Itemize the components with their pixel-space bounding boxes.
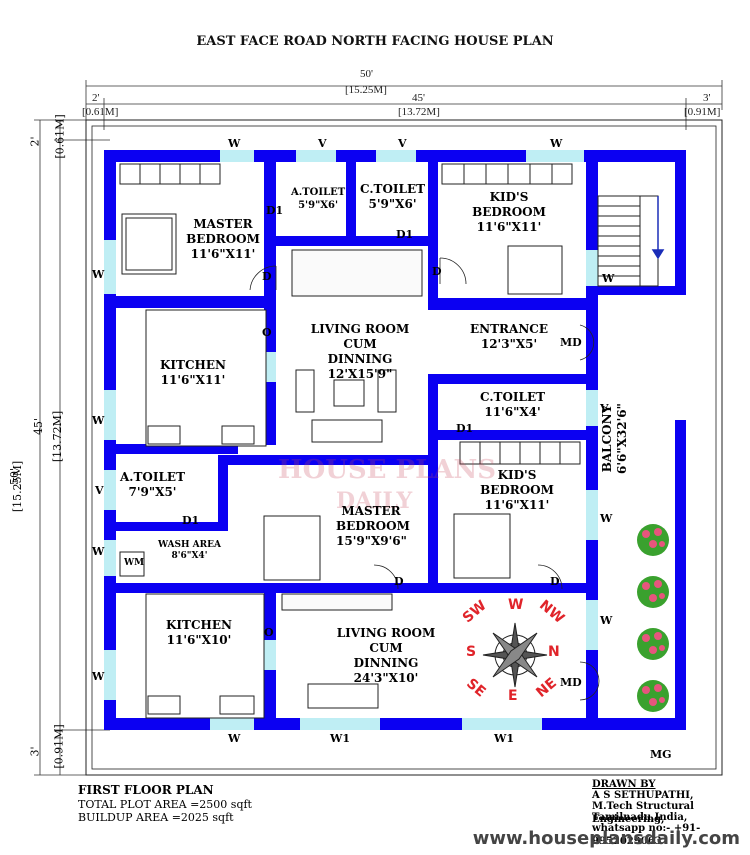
left-margin-meters: [0.61M] bbox=[82, 106, 119, 118]
plan-name: FIRST FLOOR PLAN bbox=[78, 783, 214, 797]
window-mark: W bbox=[92, 670, 105, 683]
washing-machine-label: WM bbox=[124, 558, 145, 568]
ventilator-mark: V bbox=[600, 402, 609, 415]
room-c-toilet-mid: C.TOILET 11'6"X4' bbox=[480, 390, 546, 419]
door-mark: D bbox=[394, 575, 404, 588]
right-margin-label: 3' bbox=[703, 92, 711, 104]
author-whatsapp: whatsapp no:- +91-9952029063 bbox=[592, 823, 701, 847]
main-door-mark: MD bbox=[560, 676, 582, 689]
inner-width-meters: [13.72M] bbox=[398, 106, 440, 118]
main-door-mark: MD bbox=[560, 336, 582, 349]
window-mark: W bbox=[92, 545, 105, 558]
room-kids-bedroom-top: KID'S BEDROOM 11'6"X11' bbox=[472, 190, 546, 234]
room-c-toilet-top: C.TOILET 5'9"X6' bbox=[360, 182, 426, 211]
total-plot-area: TOTAL PLOT AREA =2500 sqft bbox=[78, 798, 252, 811]
opening-mark: O bbox=[264, 626, 274, 639]
right-margin-meters: [0.91M] bbox=[684, 106, 721, 118]
main-gate-mark: MG bbox=[650, 748, 672, 761]
room-kids-bedroom-mid: KID'S BEDROOM 11'6"X11' bbox=[480, 468, 554, 512]
window-mark: W bbox=[92, 414, 105, 427]
door1-mark: D1 bbox=[456, 422, 474, 435]
window-mark: W bbox=[602, 272, 615, 285]
plan-title: EAST FACE ROAD NORTH FACING HOUSE PLAN bbox=[196, 34, 554, 49]
room-entrance: ENTRANCE 12'3"X5' bbox=[470, 322, 548, 351]
ventilator-mark: V bbox=[398, 137, 407, 150]
compass-w: W bbox=[508, 597, 524, 613]
author-location: Tamilnadu,India, bbox=[592, 812, 688, 823]
window-mark: W bbox=[228, 137, 241, 150]
author-name: A S SETHUPATHI, bbox=[592, 790, 694, 801]
room-kitchen-top: KITCHEN 11'6"X11' bbox=[160, 358, 226, 387]
window-mark: W bbox=[228, 732, 241, 745]
door1-mark: D1 bbox=[182, 514, 200, 527]
room-kitchen-bottom: KITCHEN 11'6"X10' bbox=[166, 618, 232, 647]
compass-rose-icon bbox=[482, 622, 548, 688]
buildup-area: BUILDUP AREA =2025 sqft bbox=[78, 811, 234, 824]
ventilator-mark: V bbox=[95, 484, 104, 497]
compass-n: N bbox=[548, 644, 560, 660]
watermark-line2: DAILY bbox=[336, 488, 413, 514]
compass-e: E bbox=[508, 688, 518, 704]
ventilator-mark: V bbox=[318, 137, 327, 150]
left-margin-label: 2' bbox=[92, 92, 100, 104]
window-mark: W bbox=[600, 614, 613, 627]
door-mark: D bbox=[262, 270, 272, 283]
room-master-bedroom-mid: MASTER BEDROOM 15'9"X9'6" bbox=[336, 504, 410, 548]
overall-width-meters: [15.25M] bbox=[345, 84, 387, 96]
window-mark: W bbox=[92, 268, 105, 281]
window-mark: W bbox=[600, 512, 613, 525]
overall-width-label: 50' bbox=[360, 68, 373, 80]
room-living-top: LIVING ROOM CUM DINNING 12'X15'9" bbox=[310, 322, 410, 381]
window-mark: W bbox=[550, 137, 563, 150]
author-qualification: M.Tech Structural Engineering, bbox=[592, 801, 694, 825]
room-master-bedroom-top: MASTER BEDROOM 11'6"X11' bbox=[186, 217, 260, 261]
door-mark: D bbox=[550, 575, 560, 588]
watermark-line1: HOUSE PLANS bbox=[278, 455, 497, 485]
room-a-toilet-mid: A.TOILET 7'9"X5' bbox=[120, 470, 185, 499]
window1-mark: W1 bbox=[494, 732, 515, 745]
door1-mark: D1 bbox=[396, 228, 414, 241]
door1-mark: D1 bbox=[266, 204, 284, 217]
compass-s: S bbox=[466, 644, 477, 660]
inner-width-label: 45' bbox=[412, 92, 425, 104]
door-mark: D bbox=[432, 265, 442, 278]
website-url[interactable]: www.houseplansdaily.com bbox=[472, 828, 740, 849]
drawn-by-label: DRAWN BY bbox=[592, 779, 656, 790]
room-wash-area: WASH AREA 8'6"X4' bbox=[158, 540, 221, 561]
room-a-toilet-top: A.TOILET 5'9"X6' bbox=[291, 187, 346, 211]
plant-icons bbox=[637, 524, 669, 712]
window1-mark: W1 bbox=[330, 732, 351, 745]
opening-mark: O bbox=[262, 326, 272, 339]
room-living-bottom: LIVING ROOM CUM DINNING 24'3"X10' bbox=[336, 626, 436, 685]
